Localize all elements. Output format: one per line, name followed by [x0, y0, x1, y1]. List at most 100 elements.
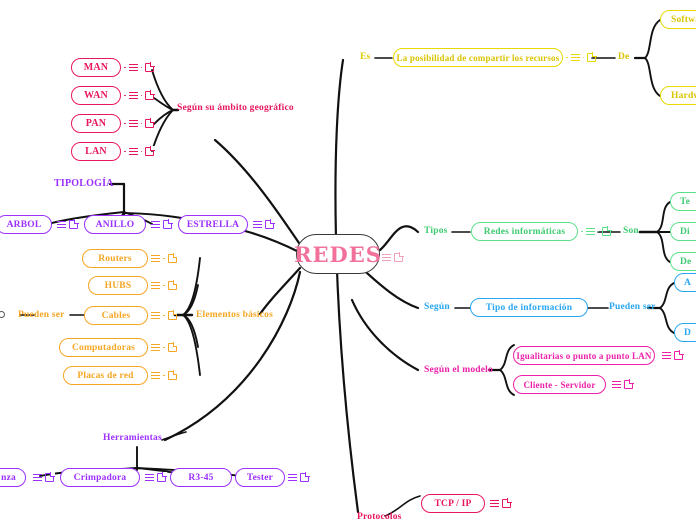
connector-segun-el-modelo[interactable]: Según el modelo	[424, 365, 493, 375]
connector-pueden-ser-informacion[interactable]: Pueden ser	[609, 302, 656, 312]
node-estrella-icons[interactable]	[253, 220, 274, 229]
node-computadoras[interactable]: Computadoras	[59, 338, 148, 357]
expand-icon[interactable]	[145, 119, 155, 128]
node-informacion-child-2[interactable]: D	[674, 323, 696, 342]
node-tester-icons[interactable]	[288, 473, 309, 482]
expand-icon[interactable]	[145, 147, 155, 156]
node-cables-icons[interactable]	[151, 311, 177, 320]
node-hubs-icons[interactable]	[151, 281, 177, 290]
connector-protocolos[interactable]: Protocolos	[357, 512, 402, 520]
expand-icon[interactable]	[167, 254, 177, 263]
expand-icon[interactable]	[674, 351, 683, 360]
node-tcp-ip-icons[interactable]	[490, 499, 511, 508]
expand-icon[interactable]	[587, 53, 597, 62]
expand-icon[interactable]	[300, 473, 309, 482]
node-lan[interactable]: LAN	[71, 142, 121, 161]
menu-icon[interactable]	[151, 255, 160, 262]
node-posibilidad-icons[interactable]	[566, 53, 597, 62]
expand-icon[interactable]	[167, 343, 177, 352]
menu-icon[interactable]	[128, 120, 138, 127]
expand-icon[interactable]	[145, 63, 155, 72]
node-arbol-icons[interactable]	[57, 220, 78, 229]
node-wan-icons[interactable]	[124, 91, 155, 100]
menu-icon[interactable]	[145, 474, 154, 481]
node-posibilidad-compartir[interactable]: La posibilidad de compartir los recursos	[393, 48, 563, 67]
node-placas-de-red[interactable]: Placas de red	[63, 366, 148, 385]
connector-herramientas[interactable]: Herramientas	[103, 433, 162, 443]
node-redes-informaticas-icons[interactable]	[581, 227, 612, 236]
expand-icon[interactable]	[624, 380, 633, 389]
connector-ambito-geografico[interactable]: Según su ámbito geográfico	[177, 103, 294, 113]
menu-icon[interactable]	[662, 352, 671, 359]
menu-icon[interactable]	[253, 221, 262, 228]
node-igualitarias-punto-a-punto[interactable]: Igualitarias o punto a punto LAN	[513, 346, 655, 365]
node-cliente-servidor-icons[interactable]	[612, 380, 633, 389]
node-cables[interactable]: Cables	[84, 306, 148, 325]
connector-son[interactable]: Son	[623, 226, 639, 236]
node-redes-informaticas[interactable]: Redes informáticas	[471, 222, 578, 241]
node-informacion-child-1[interactable]: A	[674, 273, 696, 292]
connector-de[interactable]: De	[618, 52, 630, 62]
menu-icon[interactable]	[151, 372, 160, 379]
node-cliente-servidor[interactable]: Cliente - Servidor	[513, 375, 606, 394]
node-anillo-icons[interactable]	[151, 220, 172, 229]
node-placas-de-red-icons[interactable]	[151, 371, 177, 380]
node-arbol[interactable]: ARBOL	[0, 215, 52, 234]
menu-icon[interactable]	[151, 221, 160, 228]
node-tipos-child-3[interactable]: De	[670, 252, 696, 271]
node-tipo-de-informacion[interactable]: Tipo de información	[470, 298, 588, 317]
node-wan[interactable]: WAN	[71, 86, 121, 105]
menu-icon[interactable]	[57, 221, 66, 228]
node-estrella[interactable]: ESTRELLA	[178, 215, 248, 234]
expand-icon[interactable]	[45, 473, 54, 482]
expand-icon[interactable]	[167, 371, 177, 380]
node-computadoras-icons[interactable]	[151, 343, 177, 352]
node-man-icons[interactable]	[124, 63, 155, 72]
menu-icon[interactable]	[612, 381, 621, 388]
node-routers-icons[interactable]	[151, 254, 177, 263]
collapse-handle-elementos[interactable]	[0, 311, 5, 318]
node-crimpadora-icons[interactable]	[145, 473, 166, 482]
expand-icon[interactable]	[167, 311, 177, 320]
menu-icon[interactable]	[151, 312, 160, 319]
menu-icon[interactable]	[382, 254, 391, 261]
menu-icon[interactable]	[151, 282, 160, 289]
menu-icon[interactable]	[288, 474, 297, 481]
node-igualitarias-icons[interactable]	[662, 351, 683, 360]
connector-pueden-ser-elementos[interactable]: Pueden ser	[18, 310, 65, 320]
connector-tipologia[interactable]: TIPOLOGÍA	[54, 178, 114, 189]
node-routers[interactable]: Routers	[82, 249, 148, 268]
node-tcp-ip[interactable]: TCP / IP	[421, 494, 485, 513]
node-hubs[interactable]: HUBS	[88, 276, 148, 295]
menu-icon[interactable]	[128, 92, 138, 99]
connector-es[interactable]: Es	[360, 52, 371, 62]
expand-icon[interactable]	[69, 220, 78, 229]
menu-icon[interactable]	[128, 64, 138, 71]
expand-icon[interactable]	[145, 91, 155, 100]
node-tipos-child-2[interactable]: Di	[670, 222, 696, 241]
node-anillo[interactable]: ANILLO	[84, 215, 146, 234]
menu-icon[interactable]	[490, 500, 499, 507]
connector-tipos[interactable]: Tipos	[424, 226, 448, 236]
connector-elementos-basicos[interactable]: Elementos básicos	[196, 310, 274, 320]
node-crimpadora[interactable]: Crimpadora	[60, 468, 140, 487]
connector-segun[interactable]: Según	[424, 302, 450, 312]
menu-icon[interactable]	[570, 54, 580, 61]
node-tester[interactable]: Tester	[235, 468, 285, 487]
expand-icon[interactable]	[602, 227, 612, 236]
node-pinza[interactable]: nza	[0, 468, 26, 487]
menu-icon[interactable]	[128, 148, 138, 155]
expand-icon[interactable]	[163, 220, 172, 229]
node-pan-icons[interactable]	[124, 119, 155, 128]
node-lan-icons[interactable]	[124, 147, 155, 156]
expand-icon[interactable]	[394, 253, 403, 262]
node-pan[interactable]: PAN	[71, 114, 121, 133]
menu-icon[interactable]	[33, 474, 42, 481]
node-tipos-child-1[interactable]: Te	[670, 192, 696, 211]
node-r3-45[interactable]: R3-45	[170, 468, 232, 487]
expand-icon[interactable]	[157, 473, 166, 482]
expand-icon[interactable]	[502, 499, 511, 508]
node-man[interactable]: MAN	[71, 58, 121, 77]
expand-icon[interactable]	[167, 281, 177, 290]
